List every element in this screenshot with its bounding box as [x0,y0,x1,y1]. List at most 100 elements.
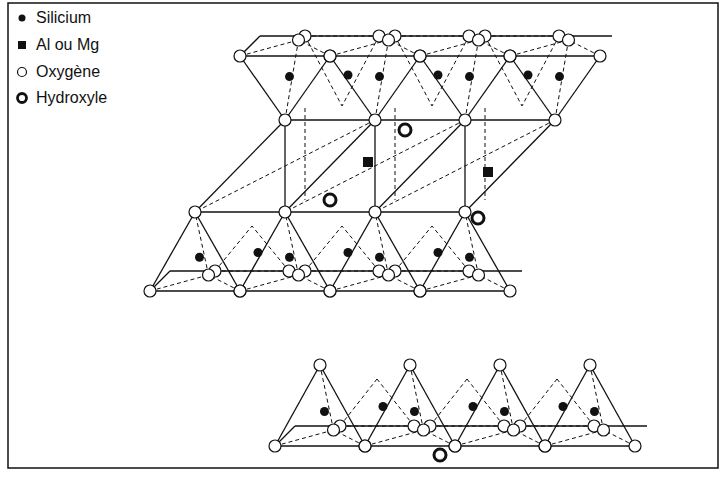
oxygen-atom [414,285,426,297]
oxygen-atom [293,269,305,281]
hidden-bond [430,379,467,426]
bond-line [330,55,420,56]
bond-line [375,211,465,212]
silicon-atom [465,253,474,262]
legend-silicon-symbol [19,15,26,22]
hidden-bond [395,108,396,200]
structure-lines [150,36,647,446]
oxygen-atom [563,34,575,46]
bond-line [455,445,545,446]
silicon-atom [285,72,294,81]
hidden-bond [520,379,557,426]
bond-line [375,56,420,120]
bond-line [510,55,600,56]
oxygen-atom [189,206,201,218]
oxygen-atom [314,359,326,371]
silicon-atom [344,248,353,257]
bond-line [195,211,285,212]
oxygen-atom [324,285,336,297]
oxygen-atom [549,114,561,126]
bond-line [275,445,365,446]
structure-atoms [144,30,641,461]
hidden-bond [285,120,465,212]
legend-cation-symbol [18,41,26,49]
hidden-bond [432,36,469,106]
bond-line [285,56,330,120]
silicon-atom [195,253,204,262]
oxygen-atom [383,34,395,46]
silicon-atom [555,72,564,81]
bond-line [465,56,510,120]
hidden-bond [195,212,209,275]
silicon-atom [285,253,294,262]
silicon-atom [500,407,509,416]
legend-text: Hydroxyle [34,88,109,108]
bond-line [240,56,285,120]
oxygen-atom [324,285,336,297]
oxygen-atom [234,285,246,297]
hidden-bond [285,40,299,120]
oxygen-atom [324,50,336,62]
hidden-bond [465,40,479,120]
oxygen-atom [459,114,471,126]
bond-line [365,445,455,446]
bond-line [285,211,375,212]
bond-line [420,212,465,291]
oxygen-atom [404,359,416,371]
oxygen-atom [369,206,381,218]
hidden-bond [467,379,504,426]
oxygen-atom [414,50,426,62]
hydroxyl-atom [434,449,446,461]
oxygen-atom [414,50,426,62]
bond-line [375,119,465,120]
oxygen-atom [504,50,516,62]
bond-line [285,120,375,212]
hydroxyl-atom [324,194,336,206]
oxygen-atom [279,206,291,218]
legend-hydroxyl-symbol [18,94,27,103]
hidden-bond [432,226,469,271]
silicon-atom [434,71,443,80]
bond-line [465,212,510,291]
legend-text: Al ou Mg [34,35,101,55]
hidden-bond [555,40,569,120]
hidden-bond [342,36,379,106]
bond-line [285,119,375,120]
oxygen-atom [369,114,381,126]
bond-line [465,120,555,212]
bond-line [240,290,330,291]
bond-line [555,56,600,120]
oxygen-atom [359,440,371,452]
oxygen-atom [203,269,215,281]
oxygen-atom [449,440,461,452]
silicon-atom [375,72,384,81]
bond-line [330,290,420,291]
bond-line [545,445,635,446]
frame [8,3,718,468]
legend-symbols [18,15,27,103]
oxygen-atom [144,285,156,297]
hidden-bond [320,365,334,430]
bond-line [150,212,195,291]
bond-line [420,55,510,56]
bond-line [240,55,330,56]
cation-atom [363,157,373,167]
bond-line [375,120,465,212]
silicon-atom [410,407,419,416]
bond-line [590,365,635,446]
oxygen-atom [598,424,610,436]
silicon-atom [590,407,599,416]
hydroxyl-atom [472,212,484,224]
hidden-bond [195,120,375,212]
hidden-bond [252,226,289,271]
oxygen-atom [629,440,641,452]
oxygen-atom [449,440,461,452]
oxygen-atom [473,269,485,281]
oxygen-atom [459,206,471,218]
silicon-atom [320,407,329,416]
bond-line [150,290,240,291]
oxygen-atom [473,34,485,46]
hidden-bond [215,226,252,271]
hidden-bond [305,226,342,271]
